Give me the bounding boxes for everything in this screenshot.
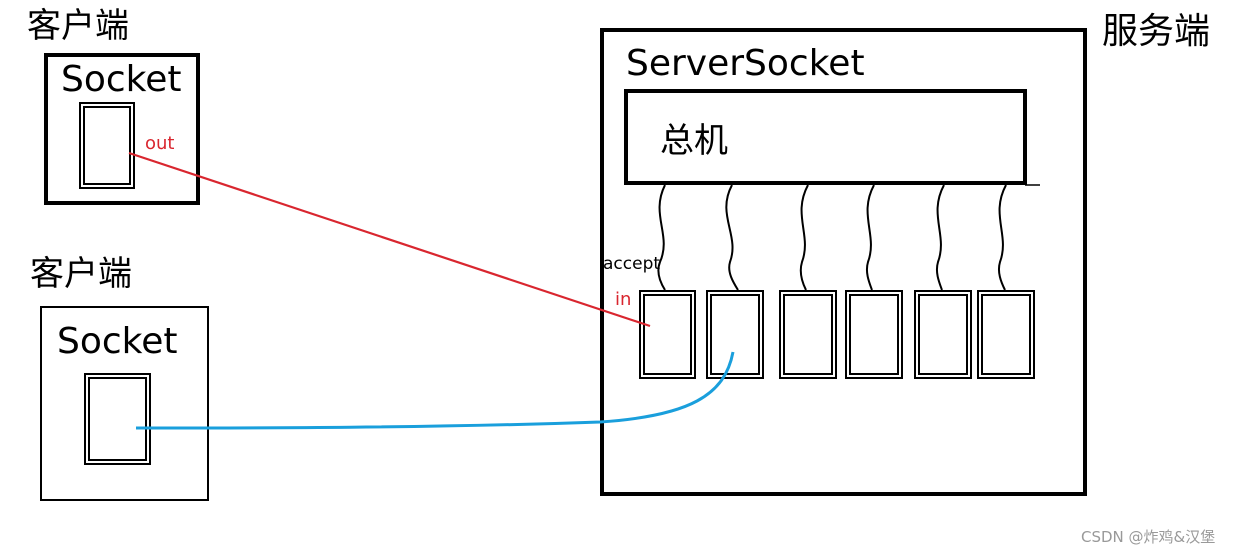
squiggle-wire-6: [997, 184, 1007, 291]
accept-slot-1: [639, 290, 696, 379]
squiggle-wire-3: [799, 184, 809, 291]
client-bottom-port: [84, 373, 151, 465]
accept-slot-3: [779, 290, 837, 379]
client-top-socket-box: [44, 53, 200, 205]
accept-slot-6: [977, 290, 1035, 379]
client-top-title: 客户端: [27, 6, 129, 46]
accept-slot-2: [706, 290, 764, 379]
client-bottom-socket-label: Socket: [57, 321, 178, 362]
main-box: [624, 89, 1027, 185]
in-label: in: [615, 289, 632, 310]
accept-label: accept: [603, 254, 661, 274]
main-box-label: 总机: [660, 121, 728, 161]
squiggle-wire-5: [935, 184, 945, 291]
serversocket-label: ServerSocket: [626, 43, 865, 84]
squiggle-wire-4: [865, 184, 875, 291]
client-top-socket-label: Socket: [61, 59, 182, 100]
watermark: CSDN @炸鸡&汉堡: [1081, 528, 1216, 546]
accept-slot-5: [914, 290, 972, 379]
client-bottom-socket-box: [40, 306, 209, 501]
client-top-port-label: out: [145, 133, 175, 154]
server-box: [600, 28, 1087, 496]
accept-slot-4: [845, 290, 903, 379]
red-connection-line: [128, 151, 651, 328]
squiggle-wire-2: [725, 184, 739, 291]
client-bottom-title: 客户端: [30, 254, 132, 294]
blue-connection-line: [135, 351, 735, 430]
squiggle-wire-1: [657, 184, 666, 291]
client-top-port: [79, 102, 135, 189]
server-title: 服务端: [1102, 11, 1211, 52]
